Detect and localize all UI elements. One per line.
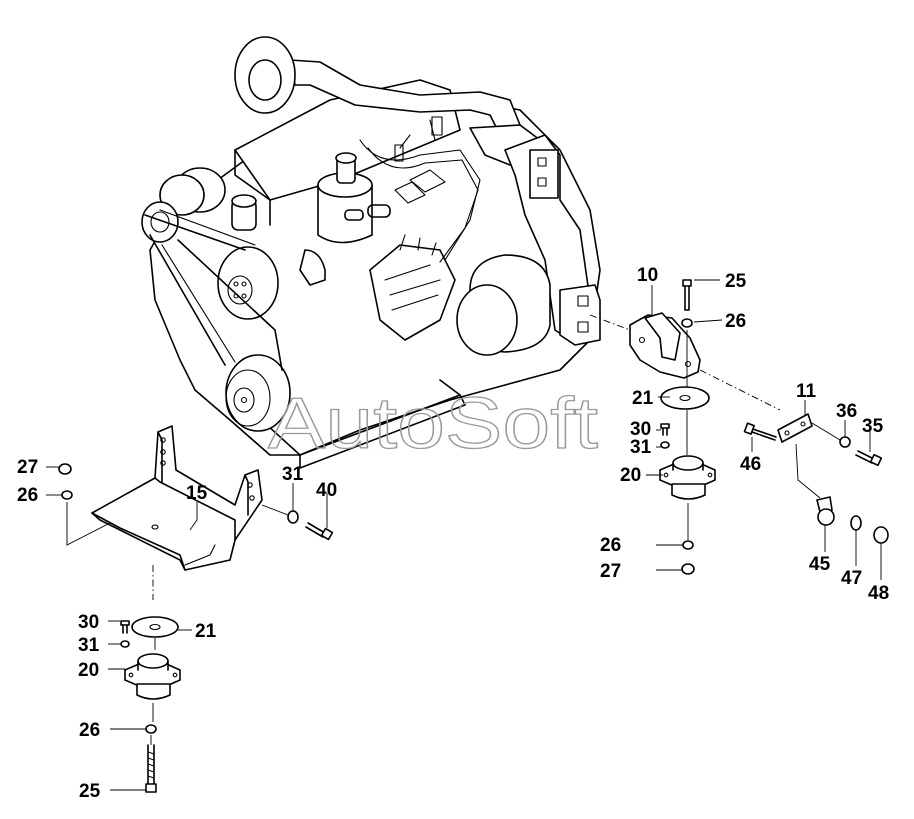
callout-26-right: 26 xyxy=(600,535,621,556)
callout-35: 35 xyxy=(862,416,884,437)
callout-20-right: 20 xyxy=(620,465,641,486)
callout-40: 40 xyxy=(316,480,337,501)
callout-26-top: 26 xyxy=(725,311,746,332)
callout-26-left: 26 xyxy=(17,485,38,506)
watermark: AutoSoft xyxy=(268,384,598,464)
callout-10: 10 xyxy=(637,265,658,286)
callout-26-bottom: 26 xyxy=(79,720,100,741)
callout-20-left: 20 xyxy=(78,660,99,681)
leader-lines xyxy=(46,279,882,791)
callout-27-left: 27 xyxy=(17,457,38,478)
callout-48: 48 xyxy=(868,583,889,604)
callout-11: 11 xyxy=(796,381,817,402)
callout-45: 45 xyxy=(809,554,831,575)
callout-labels: 10 25 26 11 21 30 31 20 36 35 46 26 27 4… xyxy=(17,265,889,802)
callout-47: 47 xyxy=(841,568,862,589)
callout-25-bottom: 25 xyxy=(79,781,101,802)
callout-31-left: 31 xyxy=(78,635,100,656)
callout-36: 36 xyxy=(836,401,857,422)
callout-15: 15 xyxy=(186,483,208,504)
belt-drive xyxy=(141,167,291,432)
callout-30-right: 30 xyxy=(630,419,651,440)
callout-21-right: 21 xyxy=(632,388,654,409)
callout-31-bracket: 31 xyxy=(282,464,304,485)
callout-31-right: 31 xyxy=(630,437,652,458)
callout-27-right: 27 xyxy=(600,561,621,582)
callout-21-left: 21 xyxy=(195,621,217,642)
callout-25-top: 25 xyxy=(725,271,747,292)
right-mount-bracket xyxy=(589,279,781,575)
callout-30-left: 30 xyxy=(78,612,99,633)
callout-46: 46 xyxy=(740,454,761,475)
right-strap-hardware xyxy=(743,413,889,544)
